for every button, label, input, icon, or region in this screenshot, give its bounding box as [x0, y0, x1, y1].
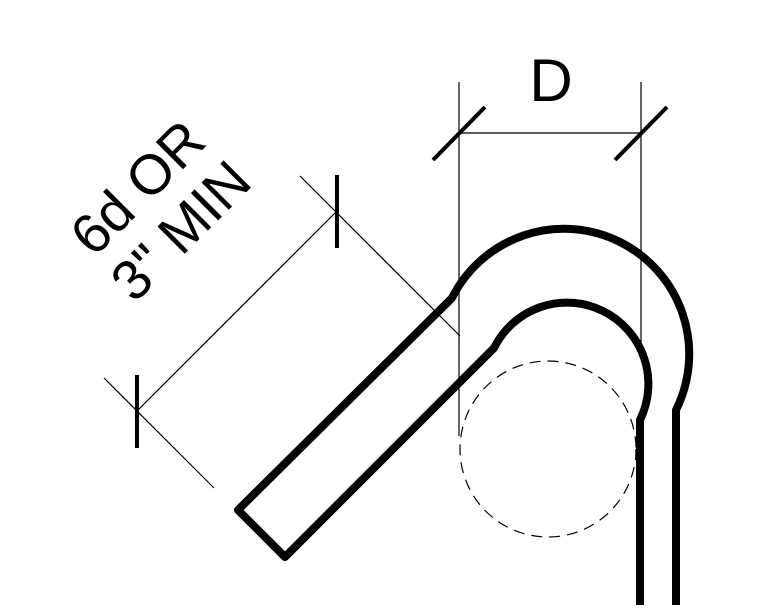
bent-bar [234, 224, 694, 605]
d-tick-right [613, 105, 669, 162]
bend-pin-circle [459, 360, 637, 538]
embed-dimension-line [136, 210, 338, 412]
embed-extension-line-tangent [299, 175, 461, 337]
embed-label: 6d OR 3" MIN [58, 108, 263, 313]
d-tick-left [431, 105, 487, 162]
embed-extension-line-bar-end [103, 377, 215, 489]
d-dimension-label: D [529, 47, 572, 114]
